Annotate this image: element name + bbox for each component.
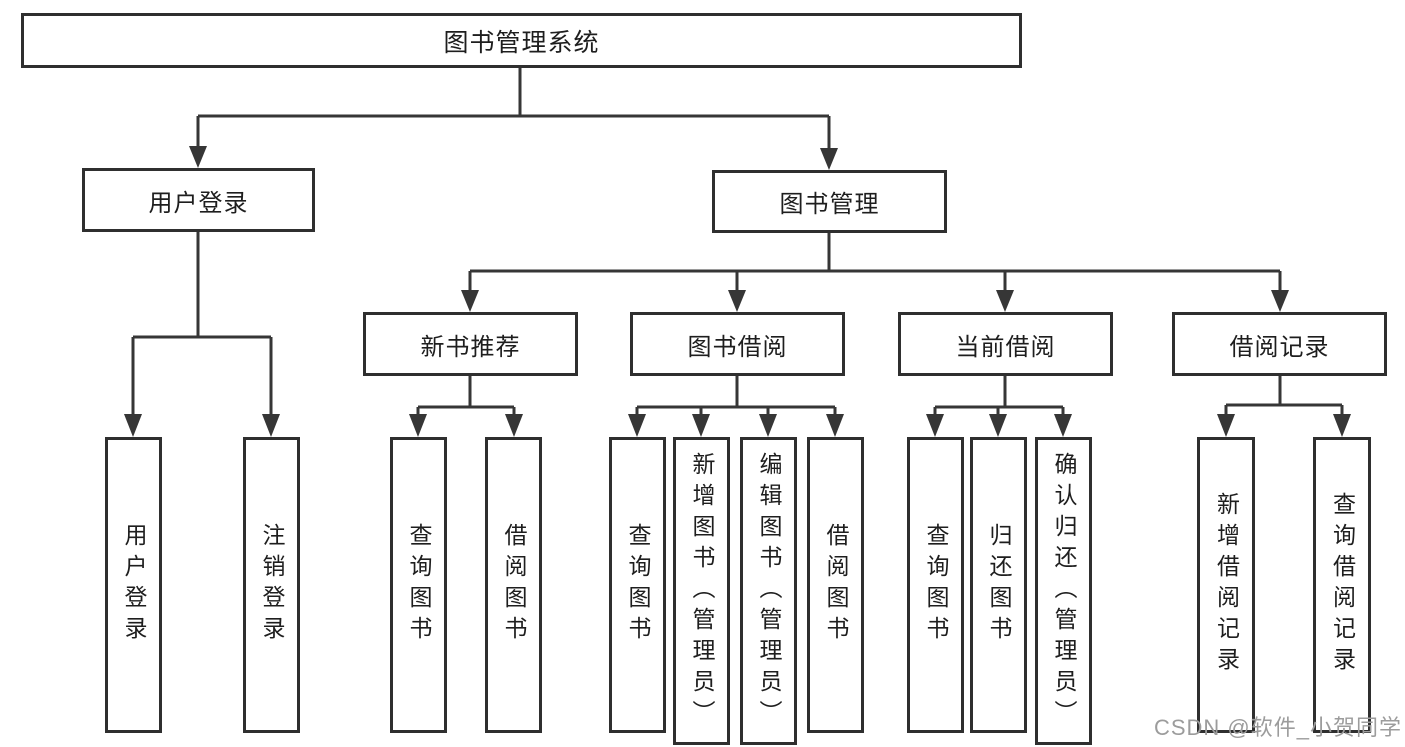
node-current-borrowing: 当前借阅: [898, 312, 1113, 376]
node-root-system: 图书管理系统: [21, 13, 1022, 68]
leaf-add-books-admin: 新增图书（管理员）: [673, 437, 730, 745]
leaf-query-borrow-record: 查询借阅记录: [1313, 437, 1371, 733]
leaf-query-books-recommend: 查询图书: [390, 437, 447, 733]
node-new-book-recommend: 新书推荐: [363, 312, 578, 376]
leaf-borrow-books-recommend-label: 借阅图书: [501, 523, 527, 647]
leaf-borrow-books-borrowing-label: 借阅图书: [823, 523, 849, 647]
leaf-query-books-borrowing: 查询图书: [609, 437, 666, 733]
leaf-query-books-current: 查询图书: [907, 437, 964, 733]
leaf-confirm-return-admin-label: 确认归还（管理员）: [1051, 451, 1077, 731]
leaf-edit-books-admin: 编辑图书（管理员）: [740, 437, 797, 745]
node-new-book-recommend-label: 新书推荐: [420, 333, 521, 361]
node-book-management-label: 图书管理: [779, 191, 880, 218]
leaf-add-borrow-record-label: 新增借阅记录: [1213, 492, 1240, 678]
leaf-borrow-books-borrowing: 借阅图书: [807, 437, 864, 733]
leaf-borrow-books-recommend: 借阅图书: [485, 437, 542, 733]
leaf-add-books-admin-label: 新增图书（管理员）: [689, 451, 715, 731]
leaf-query-borrow-record-label: 查询借阅记录: [1329, 492, 1356, 678]
leaf-query-books-current-label: 查询图书: [923, 523, 949, 647]
node-borrowing-records: 借阅记录: [1172, 312, 1387, 376]
leaf-add-borrow-record: 新增借阅记录: [1197, 437, 1255, 733]
leaf-user-login-label: 用户登录: [121, 523, 147, 647]
leaf-edit-books-admin-label: 编辑图书（管理员）: [756, 451, 782, 731]
arrowheads: [124, 146, 1351, 437]
leaf-logout: 注销登录: [243, 437, 300, 733]
node-book-borrowing: 图书借阅: [630, 312, 845, 376]
leaf-query-books-borrowing-label: 查询图书: [625, 523, 651, 647]
node-borrowing-records-label: 借阅记录: [1229, 333, 1330, 361]
leaf-return-books-label: 归还图书: [986, 523, 1012, 647]
node-root-label: 图书管理系统: [443, 28, 600, 57]
leaf-logout-label: 注销登录: [259, 523, 285, 647]
node-current-borrowing-label: 当前借阅: [955, 333, 1056, 361]
csdn-watermark: CSDN @软件_小贺同学: [1153, 715, 1402, 740]
node-book-management: 图书管理: [712, 170, 947, 233]
leaf-confirm-return-admin: 确认归还（管理员）: [1035, 437, 1092, 745]
leaf-query-books-recommend-label: 查询图书: [406, 523, 432, 647]
node-user-login: 用户登录: [82, 168, 315, 232]
node-user-login-label: 用户登录: [148, 189, 249, 217]
leaf-user-login: 用户登录: [105, 437, 162, 733]
leaf-return-books: 归还图书: [970, 437, 1027, 733]
node-book-borrowing-label: 图书借阅: [687, 333, 788, 361]
